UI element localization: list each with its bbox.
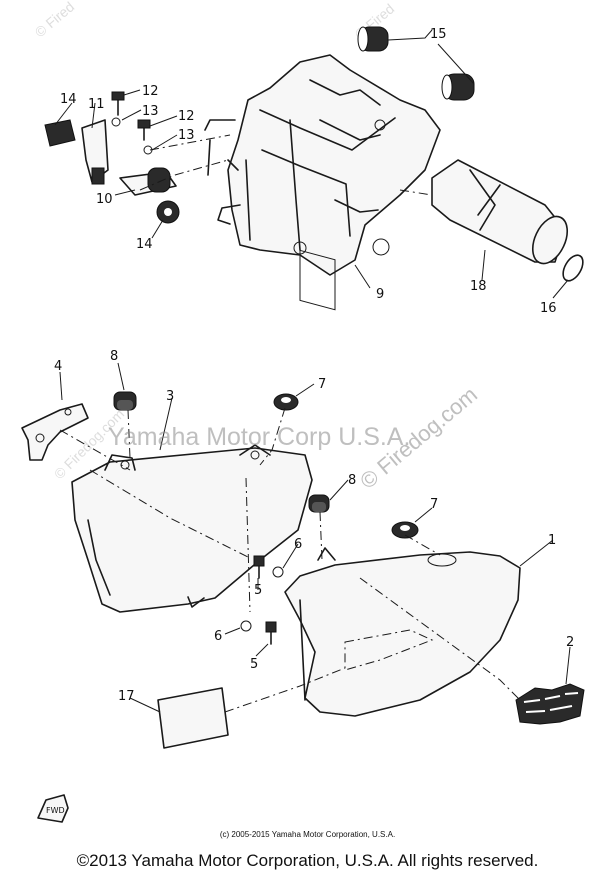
leader-16 <box>552 279 569 299</box>
center-watermark: Yamaha Motor Corp U.S.A. <box>108 423 410 451</box>
leader-4 <box>59 371 63 401</box>
leader-13a <box>121 109 142 121</box>
washer-upper <box>272 566 284 578</box>
assembly-line-1 <box>59 429 131 471</box>
tool-pouch <box>399 159 569 265</box>
leader-12a <box>123 89 141 96</box>
leader-18 <box>481 249 486 281</box>
callout-1: 1 <box>548 533 556 548</box>
leader-7a <box>295 383 315 397</box>
leader-1 <box>519 539 554 567</box>
bracket-assembly <box>44 91 236 224</box>
emblem <box>515 683 585 725</box>
callout-13b: 13 <box>178 128 195 143</box>
assembly-line-7 <box>404 534 441 556</box>
callout-2: 2 <box>566 635 574 650</box>
screw-lower <box>265 621 277 645</box>
callout-12b: 12 <box>178 109 195 124</box>
corner-watermark-left: © Fired <box>32 0 78 40</box>
leader-10 <box>114 189 136 196</box>
callout-15: 15 <box>430 27 447 42</box>
callout-16: 16 <box>540 301 557 316</box>
leader-14b <box>151 219 164 239</box>
callout-3: 3 <box>166 389 174 404</box>
callout-4: 4 <box>54 359 62 374</box>
callout-18: 18 <box>470 279 487 294</box>
leader-2 <box>565 646 571 685</box>
callout-12a: 12 <box>142 84 159 99</box>
assembly-line-5 <box>127 409 131 459</box>
grommet-lower-right <box>391 521 419 539</box>
rubber-mount-upper <box>357 26 389 52</box>
leader-6b <box>224 627 241 635</box>
leader-8a <box>117 362 125 391</box>
callout-11: 11 <box>88 97 105 112</box>
callout-8b: 8 <box>348 473 356 488</box>
svg-text:FWD: FWD <box>46 806 65 815</box>
assembly-line-2 <box>89 469 251 559</box>
assembly-line-6 <box>359 577 521 701</box>
battery-box-frame <box>217 54 441 311</box>
leader-14a <box>54 102 73 126</box>
assembly-line-9 <box>224 667 346 713</box>
assembly-line-8 <box>319 511 323 561</box>
callout-9: 9 <box>376 287 384 302</box>
callout-13a: 13 <box>142 104 159 119</box>
grommet-upper-left <box>113 391 137 411</box>
rubber-mount-lower <box>441 73 475 101</box>
callout-17: 17 <box>118 689 135 704</box>
left-side-cover <box>71 444 313 613</box>
callout-6a: 6 <box>294 537 302 552</box>
callout-7a: 7 <box>318 377 326 392</box>
leader-9 <box>354 264 371 289</box>
leader-8b <box>329 479 349 501</box>
leader-3 <box>159 397 173 451</box>
tool-band <box>562 254 584 282</box>
caution-label <box>157 687 229 749</box>
leader-15a <box>387 29 433 41</box>
assembly-line-4 <box>245 477 251 613</box>
callout-5a: 5 <box>254 583 262 598</box>
grommet-upper-right <box>273 393 299 411</box>
callout-5b: 5 <box>250 657 258 672</box>
screw-upper <box>253 555 265 579</box>
washer-lower <box>240 620 252 632</box>
callout-6b: 6 <box>214 629 222 644</box>
assembly-line-3 <box>259 407 286 466</box>
leader-5b <box>255 643 269 657</box>
callout-14a: 14 <box>60 92 77 107</box>
leader-7b <box>414 507 433 523</box>
leader-6a <box>282 543 299 569</box>
copyright-notice: ©2013 Yamaha Motor Corporation, U.S.A. A… <box>76 851 539 870</box>
callout-14b: 14 <box>136 237 153 252</box>
small-copyright: (c) 2005-2015 Yamaha Motor Corporation, … <box>219 830 396 839</box>
leader-11 <box>91 102 96 129</box>
callout-7b: 7 <box>430 497 438 512</box>
right-side-cover <box>284 547 521 717</box>
callout-8a: 8 <box>110 349 118 364</box>
front-direction-icon: FWD <box>37 794 69 823</box>
leader-13b <box>151 134 178 151</box>
grommet-lower <box>308 494 330 513</box>
callout-10: 10 <box>96 192 113 207</box>
leader-12b <box>149 115 178 127</box>
leader-17 <box>129 697 161 713</box>
left-cover-bracket <box>21 403 89 461</box>
leader-15b <box>437 43 475 85</box>
